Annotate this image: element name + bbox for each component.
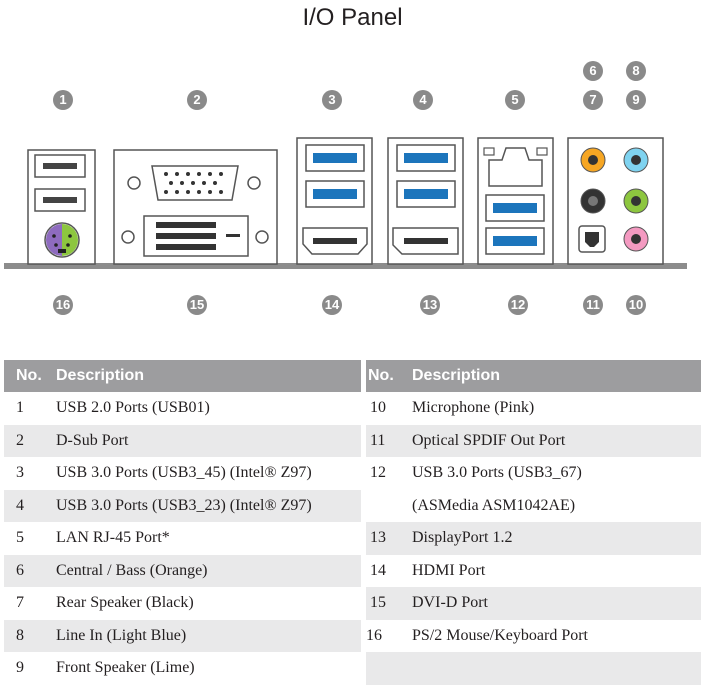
audio-jack-group xyxy=(567,137,664,265)
row-description xyxy=(412,652,701,685)
row-no: 10 xyxy=(366,392,412,425)
row-no: 14 xyxy=(366,554,412,587)
row-description: Microphone (Pink) xyxy=(412,392,701,425)
io-panel-diagram xyxy=(4,137,687,269)
usb3-displayport-port-group xyxy=(387,137,464,265)
row-no: 7 xyxy=(4,587,56,620)
row-no: 11 xyxy=(366,424,412,457)
callout-badge: 7 xyxy=(583,90,603,110)
row-no: 8 xyxy=(4,619,56,652)
callout-badge: 15 xyxy=(187,295,207,315)
row-description: DVI-D Port xyxy=(412,587,701,620)
row-description: USB 3.0 Ports (USB3_45) (Intel® Z97) xyxy=(56,457,361,490)
row-description: D-Sub Port xyxy=(56,424,361,457)
panel-baseline xyxy=(4,263,687,269)
callout-badge: 2 xyxy=(187,90,207,110)
row-description: Rear Speaker (Black) xyxy=(56,587,361,620)
row-description: Line In (Light Blue) xyxy=(56,619,361,652)
lan-usb3-port-group xyxy=(477,137,554,265)
callout-badge: 5 xyxy=(505,90,525,110)
row-no: 1 xyxy=(4,392,56,425)
row-no xyxy=(366,489,412,522)
callout-badge: 4 xyxy=(413,90,433,110)
callout-badge: 13 xyxy=(420,295,440,315)
callout-badge: 10 xyxy=(626,295,646,315)
row-description: LAN RJ-45 Port* xyxy=(56,522,361,555)
header-description: Description xyxy=(412,360,701,392)
page-title: I/O Panel xyxy=(302,4,403,31)
callout-badge: 16 xyxy=(53,295,73,315)
row-no: 13 xyxy=(366,522,412,555)
callout-badge: 8 xyxy=(626,61,646,81)
header-no: No. xyxy=(366,360,412,392)
dsub-dvi-port-group xyxy=(113,149,278,265)
usb2-ps2-port-group xyxy=(27,149,96,265)
row-description: DisplayPort 1.2 xyxy=(412,522,701,555)
callout-badge: 9 xyxy=(626,90,646,110)
row-description: HDMI Port xyxy=(412,554,701,587)
table-row xyxy=(366,652,701,685)
row-description: USB 3.0 Ports (USB3_23) (Intel® Z97) xyxy=(56,489,361,522)
callout-badge: 12 xyxy=(508,295,528,315)
callout-badge: 1 xyxy=(53,90,73,110)
row-description: Optical SPDIF Out Port xyxy=(412,424,701,457)
row-no: 5 xyxy=(4,522,56,555)
header-no: No. xyxy=(4,360,56,392)
row-no: 16 xyxy=(366,619,412,652)
header-description: Description xyxy=(56,360,361,392)
row-description: PS/2 Mouse/Keyboard Port xyxy=(412,619,701,652)
row-description: Front Speaker (Lime) xyxy=(56,652,361,685)
row-no: 6 xyxy=(4,554,56,587)
row-description: USB 3.0 Ports (USB3_67) xyxy=(412,457,701,490)
row-no: 3 xyxy=(4,457,56,490)
callout-badge: 11 xyxy=(583,295,603,315)
row-no: 9 xyxy=(4,652,56,685)
callout-badge: 6 xyxy=(583,61,603,81)
callout-badge: 3 xyxy=(322,90,342,110)
row-description: USB 2.0 Ports (USB01) xyxy=(56,392,361,425)
row-no: 15 xyxy=(366,587,412,620)
table-row: (ASMedia ASM1042AE) xyxy=(366,489,701,522)
row-no: 2 xyxy=(4,424,56,457)
row-description: Central / Bass (Orange) xyxy=(56,554,361,587)
row-no xyxy=(366,652,412,685)
usb3-hdmi-port-group xyxy=(296,137,373,265)
row-description: (ASMedia ASM1042AE) xyxy=(412,489,701,522)
callout-badge: 14 xyxy=(322,295,342,315)
row-no: 12 xyxy=(366,457,412,490)
row-no: 4 xyxy=(4,489,56,522)
